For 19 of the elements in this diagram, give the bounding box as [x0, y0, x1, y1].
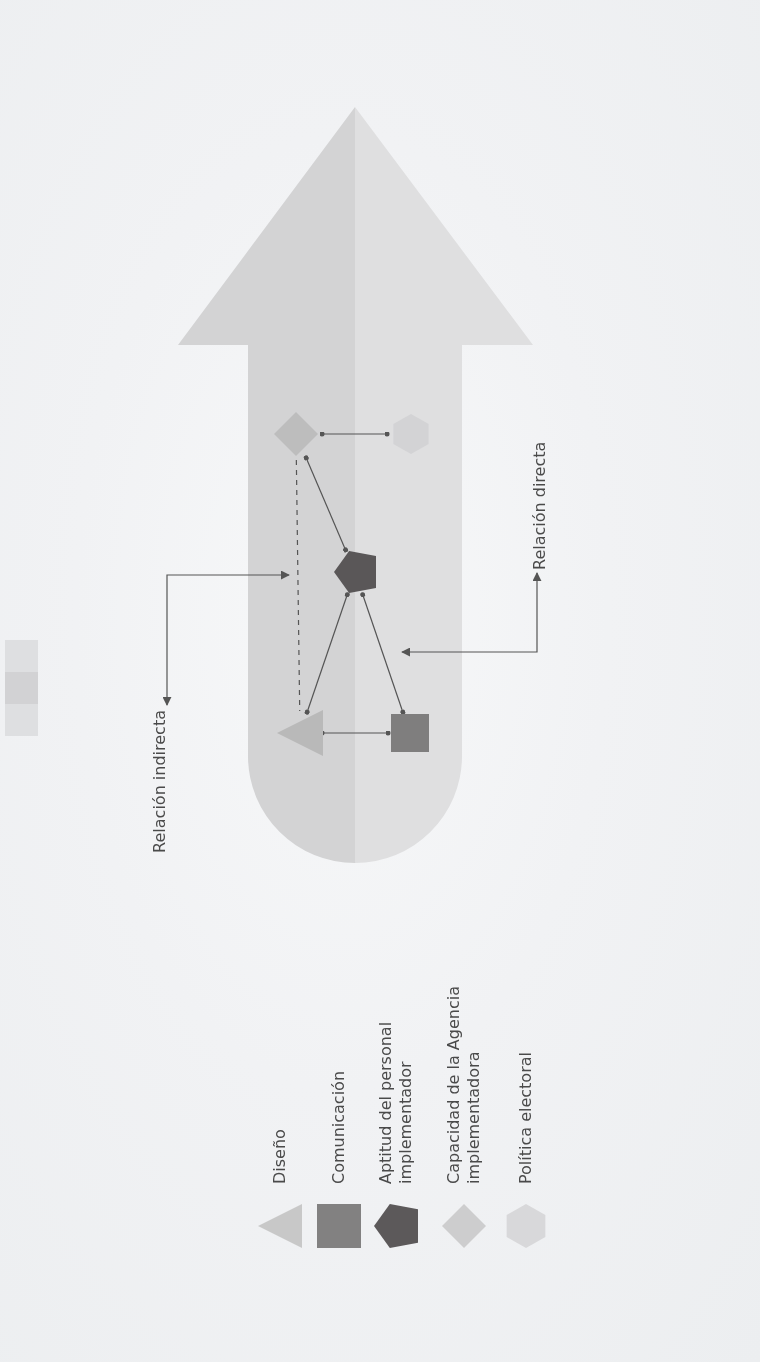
diamond-shape [274, 412, 318, 456]
legend-label: Capacidad de la Agencia implementadora [444, 985, 484, 1184]
pentagon-shape [334, 551, 376, 593]
dashed-connector [295, 459, 301, 712]
legend-label: Aptitud del personal implementador [376, 1020, 416, 1184]
hexagon-shape [391, 414, 431, 454]
leader-arrow [162, 570, 290, 706]
square-shape [391, 714, 429, 752]
connector-line [319, 431, 390, 437]
relation-label: Relación directa [530, 441, 550, 570]
legend-label: Política electoral [516, 1052, 536, 1184]
connector-line [360, 592, 406, 715]
connector-line [304, 592, 350, 715]
connector-line [303, 455, 349, 553]
legend-label: Comunicación [329, 1070, 349, 1184]
relation-label: Relación indirecta [150, 710, 170, 853]
triangle-shape [277, 710, 323, 756]
leader-arrow [401, 572, 542, 657]
legend-label: Diseño [270, 1129, 290, 1184]
